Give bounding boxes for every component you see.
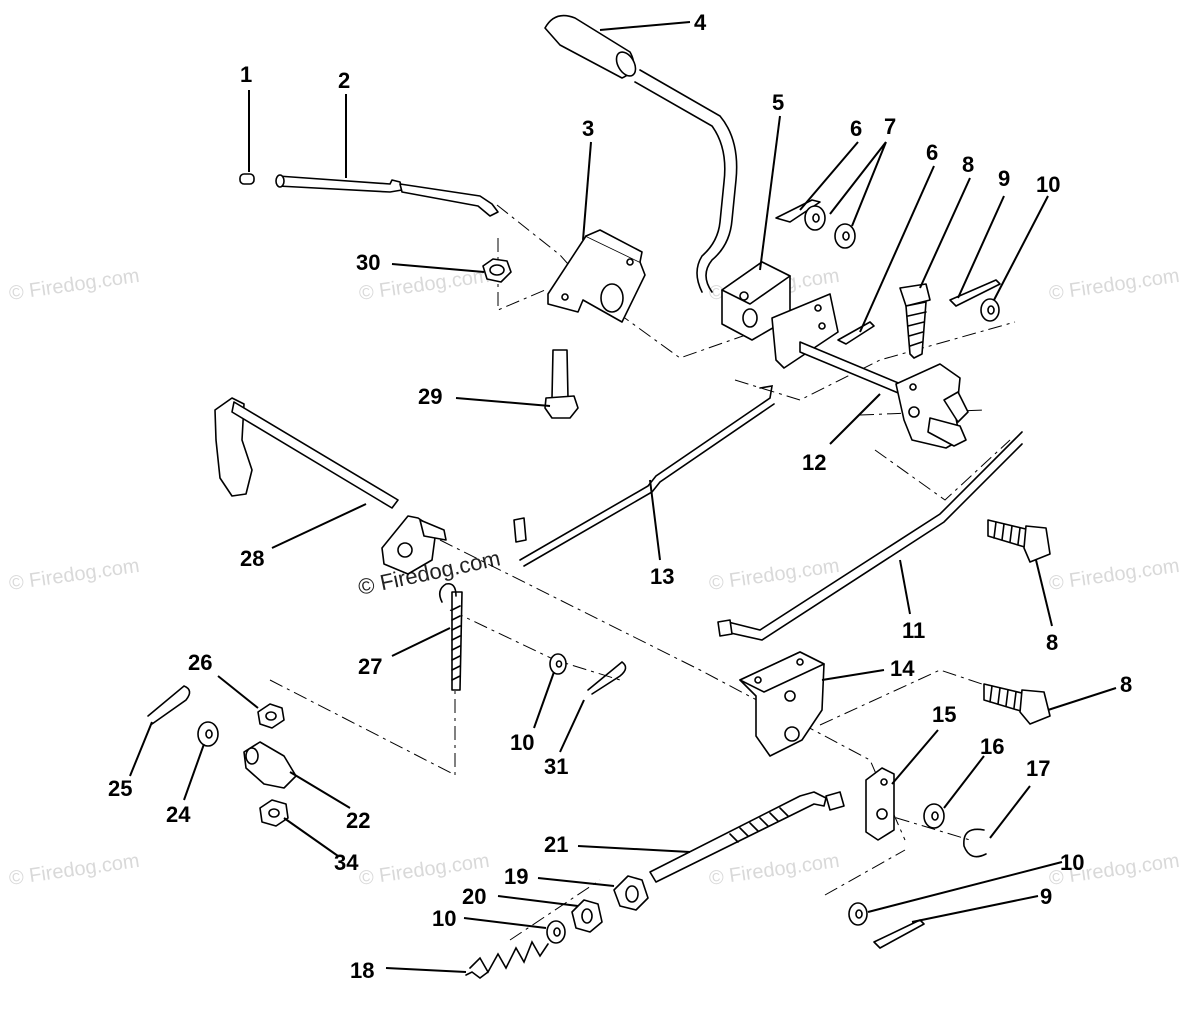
part-11-rod: [717, 431, 1023, 641]
callout-label: 22: [346, 808, 370, 833]
callout-label: 3: [582, 116, 594, 141]
part-18-spring: [465, 940, 549, 979]
watermark: © Firedog.com: [708, 555, 841, 595]
watermark: © Firedog.com: [8, 850, 141, 890]
part-12-shaft: [771, 293, 969, 449]
part-9-cotter-upper: [949, 279, 1001, 307]
callout-labels: 1 2 3 4 5 6 7 6 8 9 10 30 29 12 13 28 11…: [108, 10, 1132, 983]
watermark: © Firedog.com: [8, 555, 141, 595]
watermarks: © Firedog.com © Firedog.com © Firedog.co…: [8, 265, 1180, 890]
part-30-nut: [482, 258, 512, 283]
part-15-link-plate: [865, 767, 895, 841]
callout-label: 7: [884, 114, 896, 139]
part-8-bolt-lower: [983, 683, 1051, 725]
callout-label: 30: [356, 250, 380, 275]
part-lever-shaft: [634, 69, 738, 293]
part-21-threaded-rod: [649, 791, 845, 883]
callout-label: 10: [1036, 172, 1060, 197]
part-10-washer-mid: [549, 653, 567, 675]
callout-label: 14: [890, 656, 915, 681]
part-24-washer: [197, 721, 219, 747]
part-1-pin: [239, 173, 255, 185]
callout-label: 10: [432, 906, 456, 931]
callout-label: 19: [504, 864, 528, 889]
callout-label: 25: [108, 776, 132, 801]
callout-label: 11: [902, 618, 925, 643]
callout-label: 8: [1120, 672, 1132, 697]
part-6b-pin: [837, 321, 875, 345]
part-13-linkage-rod: [513, 385, 775, 567]
part-7-washers: [804, 205, 856, 249]
callout-label: 31: [544, 754, 568, 779]
callout-label: 2: [338, 68, 350, 93]
part-28-main-shaft: [214, 397, 447, 575]
part-8-bolt-upper: [899, 283, 931, 359]
part-6-cotter-pin: [775, 199, 821, 223]
callout-label: 34: [334, 850, 359, 875]
callout-label: 28: [240, 546, 264, 571]
callout-label: 1: [240, 62, 252, 87]
callout-label: 10: [510, 730, 534, 755]
callout-label: 5: [772, 90, 784, 115]
callout-label: 21: [544, 832, 568, 857]
watermark: © Firedog.com: [708, 850, 841, 890]
callout-label: 6: [850, 116, 862, 141]
part-27-j-bolt: [438, 582, 463, 691]
watermark: © Firedog.com: [1048, 265, 1180, 305]
leader-lines: [129, 21, 1117, 973]
part-10-washer-lower: [546, 920, 566, 944]
callout-label: 13: [650, 564, 674, 589]
callout-label: 10: [1060, 850, 1084, 875]
part-17-e-clip: [963, 828, 987, 858]
callout-label: 16: [980, 734, 1004, 759]
part-2-rod: [275, 174, 499, 217]
callout-label: 18: [350, 958, 374, 983]
part-29-bolt: [544, 349, 579, 419]
part-26-nut: [257, 703, 285, 729]
part-16-washer: [923, 803, 945, 829]
part-10-washer-upper: [980, 298, 1000, 322]
callout-label: 9: [1040, 884, 1052, 909]
callout-label: 8: [1046, 630, 1058, 655]
part-31-hairpin: [587, 660, 627, 695]
watermark: © Firedog.com: [8, 265, 141, 305]
callout-label: 24: [166, 802, 191, 827]
callout-label: 29: [418, 384, 442, 409]
callout-label: 20: [462, 884, 486, 909]
part-14-bracket: [739, 651, 825, 757]
callout-label: 27: [358, 654, 382, 679]
callout-label: 17: [1026, 756, 1050, 781]
watermark: © Firedog.com: [1048, 555, 1180, 595]
callout-label: 12: [802, 450, 826, 475]
part-8-bolt-middle: [987, 519, 1051, 563]
part-20-nut: [571, 899, 603, 933]
part-9-cotter-lower: [873, 919, 925, 949]
callout-label: 9: [998, 166, 1010, 191]
part-34-locknut: [259, 799, 289, 827]
callout-label: 8: [962, 152, 974, 177]
part-10-washer-lower-right: [848, 902, 868, 926]
part-25-hairpin: [147, 685, 191, 725]
part-19-nut: [613, 875, 649, 911]
part-3-bracket: [547, 229, 646, 323]
part-22-ferrule: [243, 741, 297, 789]
callout-label: 6: [926, 140, 938, 165]
callout-label: 26: [188, 650, 212, 675]
callout-label: 4: [694, 10, 707, 35]
callout-label: 15: [932, 702, 956, 727]
part-4-grip: [544, 14, 637, 79]
